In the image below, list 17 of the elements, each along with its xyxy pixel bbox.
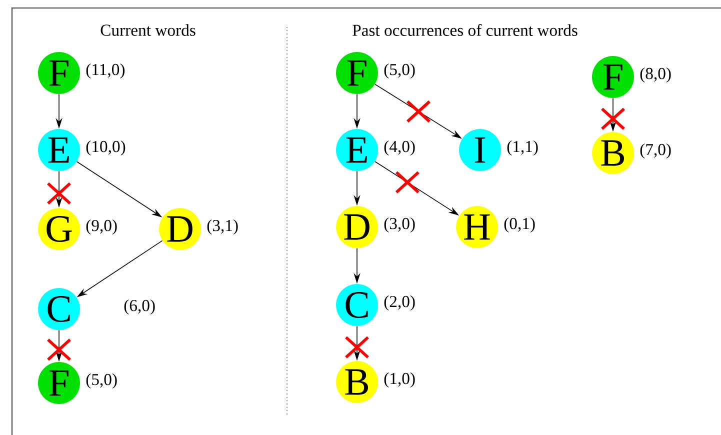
position-label: (4,0) xyxy=(384,140,415,156)
position-label: (7,0) xyxy=(640,143,671,159)
position-label: (9,0) xyxy=(86,219,117,235)
position-label: (3,0) xyxy=(384,217,415,233)
position-label: (3,1) xyxy=(207,219,238,235)
position-label: (5,0) xyxy=(384,63,415,79)
position-label: (1,1) xyxy=(507,140,538,156)
position-label: (1,0) xyxy=(384,372,415,388)
position-label: (6,0) xyxy=(124,299,155,315)
panel-heading: Past occurrences of current words xyxy=(352,24,578,36)
position-label: (8,0) xyxy=(640,67,671,83)
position-label: (11,0) xyxy=(86,63,125,79)
position-label: (0,1) xyxy=(504,217,535,233)
position-label: (5,0) xyxy=(86,373,117,389)
panel-heading: Current words xyxy=(100,24,196,36)
position-label: (2,0) xyxy=(384,295,415,311)
position-label: (10,0) xyxy=(86,140,126,156)
